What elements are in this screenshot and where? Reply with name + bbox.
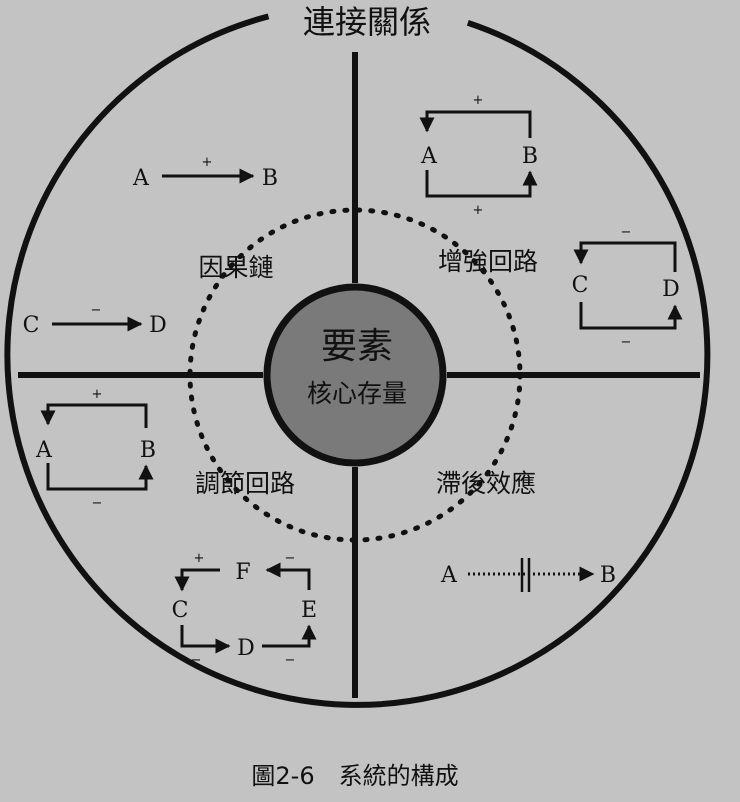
sign-label: −	[621, 335, 632, 350]
node-label: E	[301, 598, 317, 623]
causal-link-positive: A + B	[132, 155, 278, 191]
node-label: C	[572, 273, 589, 298]
node-label: C	[172, 598, 189, 623]
core-title: 要素	[321, 326, 393, 367]
sign-label: −	[621, 225, 632, 240]
node-label: A	[440, 563, 458, 588]
arrow-top	[419, 110, 532, 138]
sign-label: +	[473, 93, 484, 108]
arrow-d-to-e	[262, 624, 317, 648]
label-causal-chain: 因果鏈	[198, 253, 273, 282]
arrow-bottom	[46, 463, 154, 491]
node-label: D	[662, 277, 680, 302]
label-delay-effect: 滯後效應	[436, 469, 536, 498]
arrow-c-to-d	[180, 625, 231, 654]
sign-label: +	[92, 387, 103, 402]
arrow-bottom	[425, 170, 538, 198]
node-label: C	[23, 313, 40, 338]
sign-label: −	[91, 303, 102, 318]
outer-ring	[4, 13, 711, 708]
sign-label: −	[285, 653, 296, 668]
node-label: B	[140, 438, 156, 463]
node-label: F	[235, 560, 250, 585]
sign-label: −	[285, 551, 296, 566]
sign-label: −	[191, 653, 202, 668]
arrow-top	[573, 241, 677, 272]
causal-link-negative: C − D	[23, 303, 167, 338]
diagram-title: 連接關係	[303, 3, 431, 41]
node-label: A	[132, 166, 150, 191]
sign-label: +	[194, 551, 205, 566]
core-element-circle	[263, 283, 447, 467]
sign-label: +	[202, 155, 213, 170]
arrow-f-to-c	[174, 568, 220, 592]
label-balancing-loop: 調節回路	[195, 469, 295, 498]
node-label: D	[237, 636, 255, 661]
label-reinforcing-loop: 增強回路	[438, 247, 538, 276]
arrow-e-to-f	[265, 562, 311, 590]
node-label: D	[149, 313, 167, 338]
reinforcing-loop-ab: + + A B	[419, 93, 538, 218]
arrow-bottom	[579, 302, 683, 330]
arrow-top	[40, 403, 148, 428]
balancing-loop-ab: + − A B	[35, 387, 156, 511]
balancing-loop-cdef: + − − − F C E D	[172, 551, 317, 668]
node-label: B	[262, 166, 278, 191]
core-subtitle: 核心存量	[307, 379, 407, 408]
figure-caption: 圖2-6 系統的構成	[251, 762, 458, 790]
delay-link: A B	[440, 558, 616, 592]
node-label: A	[35, 438, 53, 463]
sign-label: +	[473, 203, 484, 218]
node-label: B	[522, 144, 538, 169]
sign-label: −	[92, 496, 103, 511]
reinforcing-loop-cd: − − C D	[572, 225, 683, 350]
node-label: B	[600, 563, 616, 588]
node-label: A	[420, 144, 438, 169]
